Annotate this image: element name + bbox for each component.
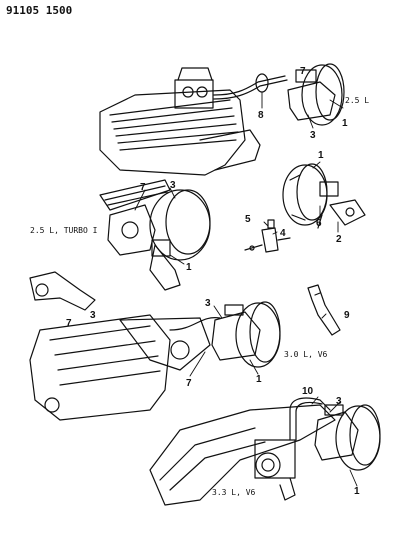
engine-label-3-3l-v6: 3.3 L, V6 bbox=[212, 488, 256, 497]
callout-1-top: 1 bbox=[342, 118, 348, 129]
engine-2-5l-assembly bbox=[99, 63, 345, 176]
callout-2: 2 bbox=[336, 234, 342, 245]
callout-7-turbo: 7 bbox=[140, 182, 146, 193]
callout-7-top: 7 bbox=[300, 66, 306, 77]
engine-2-5l-turbo-assembly bbox=[99, 179, 211, 291]
leader-lines bbox=[134, 91, 358, 487]
callout-5: 5 bbox=[245, 214, 251, 225]
callout-3-v6-30-left: 3 bbox=[90, 310, 96, 321]
engine-label-3-0l-v6: 3.0 L, V6 bbox=[284, 350, 328, 359]
callout-3-top: 3 bbox=[310, 130, 316, 141]
callout-10: 10 bbox=[302, 386, 314, 397]
callout-6: 6 bbox=[316, 218, 322, 229]
callout-1-turbo: 1 bbox=[186, 262, 192, 273]
check-valve-detail bbox=[244, 219, 291, 253]
part-number: 91105 1500 bbox=[6, 4, 73, 17]
engine-3-0l-v6-assembly bbox=[29, 271, 281, 421]
callout-1-booster: 1 bbox=[318, 150, 324, 161]
booster-assembly-detail bbox=[282, 163, 366, 229]
callout-1-v6-33: 1 bbox=[354, 486, 360, 497]
callout-7-v6-30-left: 7 bbox=[66, 318, 72, 329]
callout-1-v6-30: 1 bbox=[256, 374, 262, 385]
callout-4: 4 bbox=[280, 228, 286, 239]
callout-3-turbo: 3 bbox=[170, 180, 176, 191]
callout-3-v6-30: 3 bbox=[205, 298, 211, 309]
engine-3-3l-v6-assembly bbox=[149, 397, 381, 506]
engine-label-2-5l: 2.5 L bbox=[345, 96, 370, 105]
callout-7-v6-30: 7 bbox=[186, 378, 192, 389]
callout-9: 9 bbox=[344, 310, 350, 321]
bracket-detail bbox=[307, 284, 341, 336]
engine-label-2-5l-turbo: 2.5 L, TURBO I bbox=[30, 226, 98, 235]
callout-3-v6-33: 3 bbox=[336, 396, 342, 407]
callout-8: 8 bbox=[258, 110, 264, 121]
